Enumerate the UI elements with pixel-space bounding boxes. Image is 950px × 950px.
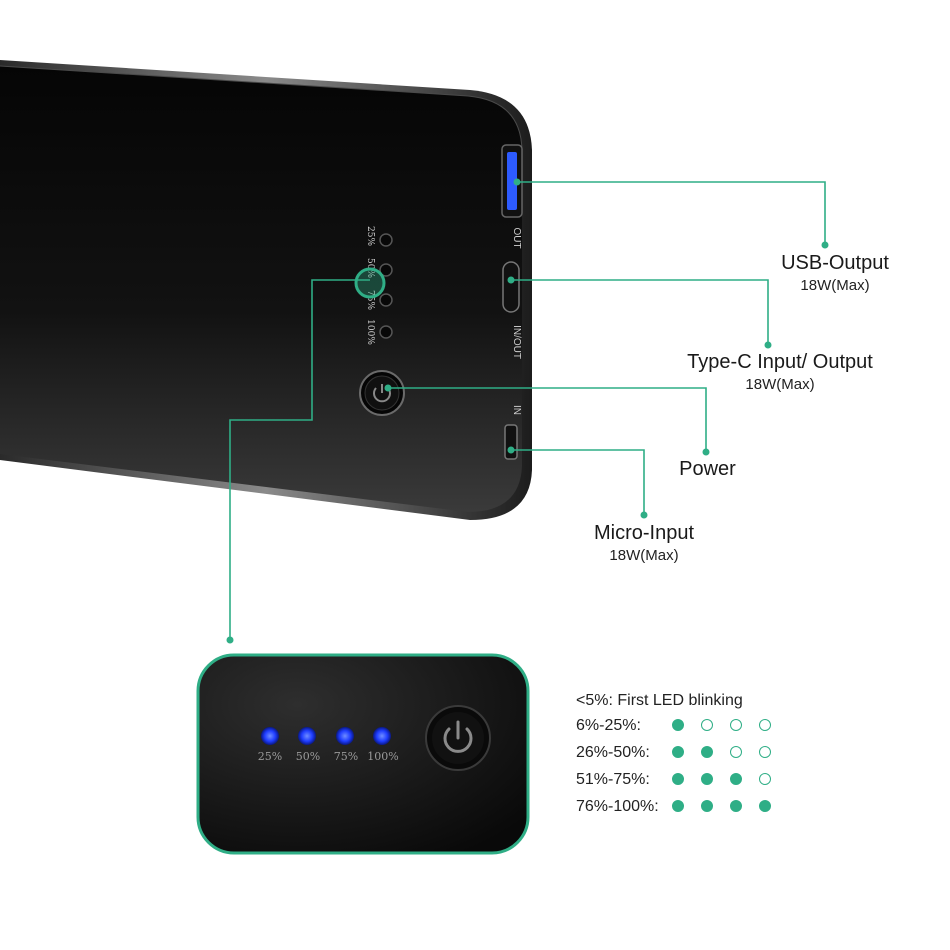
callout-title: USB-Output <box>781 252 889 274</box>
device-indicator-label: 75% <box>365 290 375 310</box>
device-indicator-label: 25% <box>365 226 375 246</box>
indicator-highlight-ring <box>354 267 386 299</box>
led-dot <box>672 773 684 785</box>
inset-panel <box>196 653 530 855</box>
callout-sub: 18W(Max) <box>800 277 870 294</box>
led-dot <box>701 773 713 785</box>
led-dot <box>730 719 742 731</box>
led-dot <box>672 719 684 731</box>
usb-port <box>501 144 523 218</box>
port-label-in-out: IN/OUT <box>511 325 522 359</box>
led-dot <box>672 800 684 812</box>
inset-led-label: 100% <box>367 750 398 763</box>
leader-lines <box>229 181 826 640</box>
callout-sub: 18W(Max) <box>745 376 815 393</box>
inset-leds <box>261 727 391 745</box>
inset-power-button <box>425 705 491 771</box>
legend-row: 76%-100%: <box>576 793 771 820</box>
legend-row: 26%-50%: <box>576 739 771 766</box>
legend-row-label: 26%-50%: <box>576 744 650 761</box>
device-power-button <box>359 370 405 416</box>
legend-row: 51%-75%: <box>576 766 771 793</box>
led-dot <box>701 800 713 812</box>
legend-row-label: 51%-75%: <box>576 771 650 788</box>
led-dot <box>759 773 771 785</box>
callout-micro-input: Micro-Input 18W(Max) <box>578 522 710 564</box>
inset-led-label: 50% <box>296 750 320 763</box>
led-dot <box>672 746 684 758</box>
type-c-port <box>502 261 520 313</box>
led-dot <box>730 746 742 758</box>
power-icon <box>443 727 473 753</box>
led-dot <box>730 800 742 812</box>
inset-led-label: 25% <box>258 750 282 763</box>
callout-power: Power <box>660 458 755 481</box>
callout-title: Micro-Input <box>593 522 695 544</box>
port-label-out: OUT <box>511 227 522 248</box>
device-indicator-leds <box>379 233 393 339</box>
callout-sub: 18W(Max) <box>609 547 679 564</box>
micro-usb-port <box>504 424 518 460</box>
callout-title: Type-C Input/ Output <box>687 351 873 373</box>
device-indicator-label: 100% <box>365 319 375 345</box>
led-status-legend: <5%: First LED blinking 6%-25%: 26%-50%:… <box>576 690 771 820</box>
inset-led-label: 75% <box>334 750 358 763</box>
callout-title: Power <box>679 458 736 480</box>
led-dot <box>730 773 742 785</box>
leader-dots <box>226 178 829 644</box>
callout-usb-output: USB-Output 18W(Max) <box>760 252 910 294</box>
legend-row-label: 6%-25%: <box>576 717 641 734</box>
power-bank-body <box>0 60 532 520</box>
port-label-in: IN <box>511 405 522 415</box>
led-dot <box>759 746 771 758</box>
led-dot <box>759 800 771 812</box>
legend-row: 6%-25%: <box>576 712 771 739</box>
led-dot <box>701 719 713 731</box>
led-dot <box>759 719 771 731</box>
led-dot <box>701 746 713 758</box>
legend-row-label: 76%-100%: <box>576 798 659 815</box>
callout-type-c: Type-C Input/ Output 18W(Max) <box>668 351 892 393</box>
legend-blinking-note: <5%: First LED blinking <box>576 692 743 709</box>
